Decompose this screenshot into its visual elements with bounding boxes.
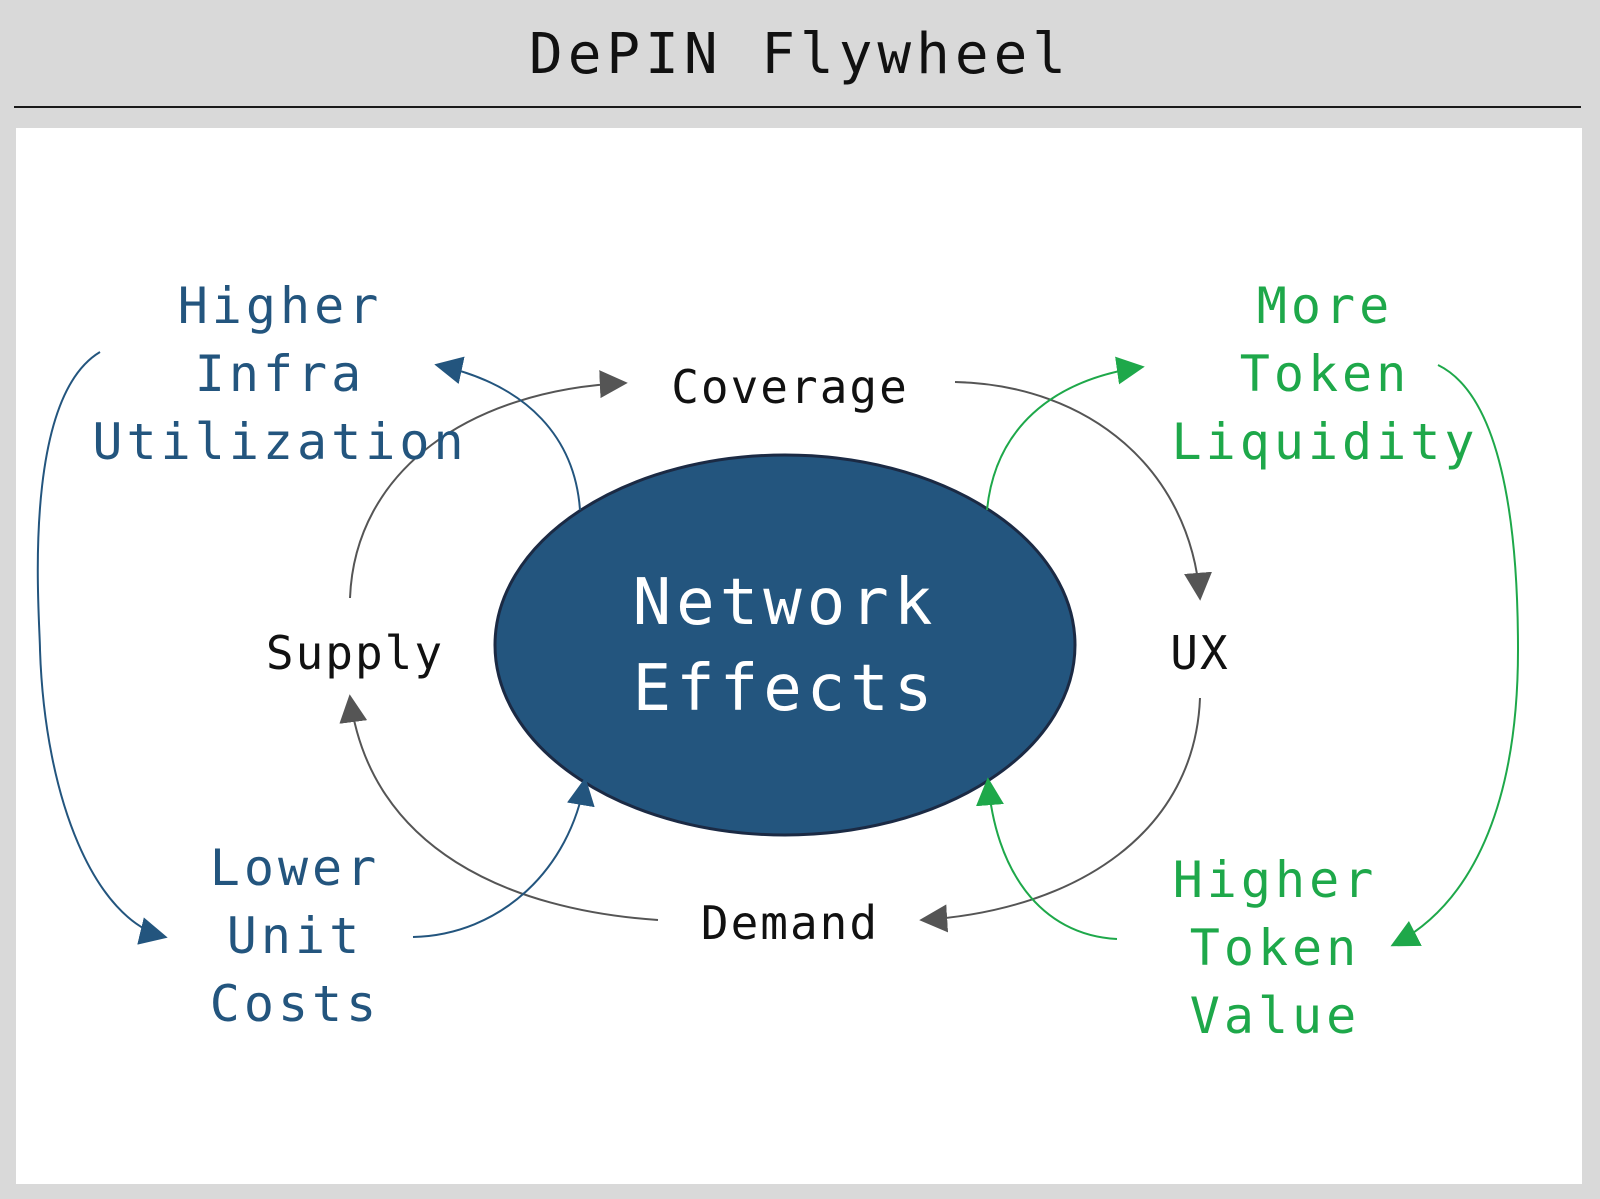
label-lower-unit-costs: Lower Unit Costs: [209, 839, 381, 1033]
network-effects-ellipse: [493, 453, 1077, 837]
label-higher-token-value: Higher Token Value: [1172, 851, 1378, 1045]
node-demand: Demand: [700, 896, 880, 950]
node-ux: UX: [1170, 626, 1230, 680]
node-coverage: Coverage: [671, 360, 909, 414]
arrow-demand-to-supply: [339, 694, 659, 921]
label-more-token-liquidity: More Token Liquidity: [1171, 277, 1479, 471]
arrow-ellipse-to-higher-infra: [434, 356, 581, 511]
network-effects-label: Network Effects: [632, 566, 938, 726]
node-supply: Supply: [265, 626, 445, 680]
arrow-higher-infra-to-lower-costs: [36, 351, 168, 945]
arrow-more-liquidity-to-higher-value: [1390, 364, 1520, 947]
title-divider: [14, 106, 1581, 108]
arrow-ux-to-demand: [919, 697, 1201, 933]
arrow-coverage-to-ux: [954, 381, 1212, 601]
arrow-supply-to-coverage: [349, 370, 628, 599]
arrow-ellipse-to-more-liquidity: [986, 356, 1145, 511]
arrow-higher-value-to-ellipse: [976, 777, 1118, 940]
arrow-lower-costs-to-ellipse: [412, 777, 595, 938]
label-higher-infra-utilization: Higher Infra Utilization: [92, 277, 468, 471]
diagram-title: DePIN Flywheel: [528, 22, 1071, 87]
